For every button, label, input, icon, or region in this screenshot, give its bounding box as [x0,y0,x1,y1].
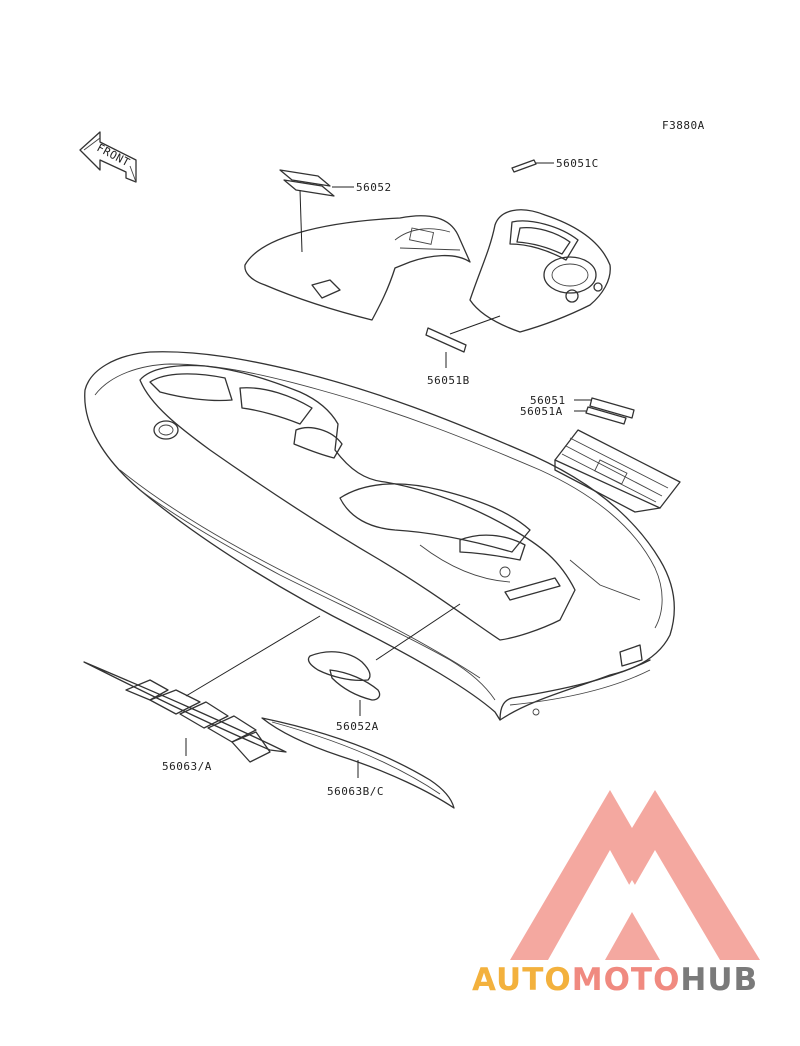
callout-56052A: 56052A [336,720,379,733]
seat-cover-part [244,215,471,321]
watermark-moto: MOTO [571,962,681,998]
callout-56051B: 56051B [427,374,470,387]
decal-56063BC: 56063B/C [261,717,455,809]
cover-box-part [554,429,681,513]
decal-56052A: 56052A [307,603,461,733]
callout-56063BC: 56063B/C [327,785,384,798]
hull-part [84,351,675,721]
decal-56063A: 56063/A [83,615,321,773]
callout-56051C: 56051C [556,157,599,170]
decal-56051C: 56051C [511,157,599,173]
decal-56052: 56052 [279,169,392,253]
handle-pod-part [469,209,611,333]
watermark-wordmark: AUTOMOTOHUB [472,962,792,1002]
callout-56051A: 56051A [520,405,563,418]
watermark-auto: AUTO [472,962,572,998]
front-arrow: FRONT [79,131,137,183]
watermark-logo [510,790,760,960]
decal-56051B: 56051B [425,315,501,387]
callout-56051: 56051 [530,394,566,407]
callout-56052: 56052 [356,181,392,194]
watermark-hub: HUB [680,962,759,998]
decal-56051: 56051 [530,394,635,419]
decal-56051A: 56051A [520,405,627,425]
figure-code: F3880A [662,119,705,132]
callout-56063A: 56063/A [162,760,212,773]
